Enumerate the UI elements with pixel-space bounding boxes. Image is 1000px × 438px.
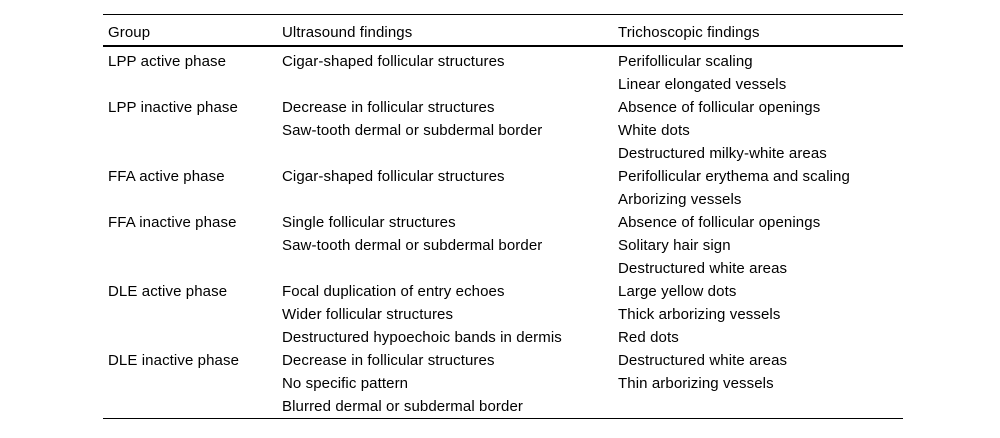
group-label: FFA active phase bbox=[108, 168, 225, 185]
trichoscopic-finding-item: White dots bbox=[618, 122, 690, 139]
ultrasound-finding-item: Saw-tooth dermal or subdermal border bbox=[282, 237, 543, 254]
ultrasound-finding-item: No specific pattern bbox=[282, 375, 409, 392]
group-label: LPP active phase bbox=[108, 53, 227, 70]
group-label: FFA inactive phase bbox=[108, 214, 237, 231]
trichoscopic-finding-item: Perifollicular erythema and scaling bbox=[618, 168, 850, 185]
trichoscopic-finding-item: Large yellow dots bbox=[618, 283, 737, 300]
ultrasound-finding-item: Focal duplication of entry echoes bbox=[282, 283, 505, 300]
trichoscopic-finding-item: Solitary hair sign bbox=[618, 237, 731, 254]
table-row: DLE inactive phase Decrease in follicular… bbox=[103, 349, 903, 418]
ultrasound-finding-item: Single follicular structures bbox=[282, 214, 456, 231]
cell-ultrasound-findings: Cigar-shaped follicular structures bbox=[280, 50, 618, 73]
table-row: FFA inactive phase Single follicular stru… bbox=[103, 211, 903, 280]
cell-group: FFA inactive phase bbox=[103, 211, 280, 234]
trichoscopic-finding-item: Destructured white areas bbox=[618, 260, 788, 277]
cell-group: DLE active phase bbox=[103, 280, 280, 303]
ultrasound-finding-item: Destructured hypoechoic bands in dermis bbox=[282, 329, 562, 346]
table-header-row: Group Ultrasound findings Trichoscopic f… bbox=[103, 15, 903, 45]
trichoscopic-finding-item: Linear elongated vessels bbox=[618, 76, 787, 93]
cell-group: LPP inactive phase bbox=[103, 96, 280, 119]
trichoscopic-finding-item: Perifollicular scaling bbox=[618, 53, 753, 70]
trichoscopic-finding-item: Arborizing vessels bbox=[618, 191, 742, 208]
cell-group: DLE inactive phase bbox=[103, 349, 280, 372]
trichoscopic-finding-item: Absence of follicular openings bbox=[618, 99, 821, 116]
group-label: DLE active phase bbox=[108, 283, 228, 300]
table-top-rule bbox=[103, 14, 903, 15]
cell-group: LPP active phase bbox=[103, 50, 280, 73]
group-label: DLE inactive phase bbox=[108, 352, 240, 369]
trichoscopic-finding-item: Thick arborizing vessels bbox=[618, 306, 781, 323]
table-bottom-rule bbox=[103, 418, 903, 419]
trichoscopic-finding-item: Destructured white areas bbox=[618, 352, 788, 369]
group-label: LPP inactive phase bbox=[108, 99, 238, 116]
trichoscopic-finding-item: Destructured milky-white areas bbox=[618, 145, 827, 162]
ultrasound-finding-item: Wider follicular structures bbox=[282, 306, 454, 323]
ultrasound-finding-item: Decrease in follicular structures bbox=[282, 99, 495, 116]
ultrasound-finding-item: Saw-tooth dermal or subdermal border bbox=[282, 122, 543, 139]
ultrasound-finding-item: Decrease in follicular structures bbox=[282, 352, 495, 369]
cell-group: FFA active phase bbox=[103, 165, 280, 188]
table-row: DLE active phase Focal duplication of ent… bbox=[103, 280, 903, 349]
findings-table: Group Ultrasound findings Trichoscopic f… bbox=[103, 14, 903, 419]
table-row: LPP active phase Cigar-shaped follicular … bbox=[103, 50, 903, 96]
table-row: LPP inactive phase Decrease in follicular… bbox=[103, 96, 903, 165]
trichoscopic-finding-item: Red dots bbox=[618, 329, 679, 346]
column-header-group: Group bbox=[108, 24, 151, 41]
table-header-rule bbox=[103, 45, 903, 47]
cell-ultrasound-findings: Cigar-shaped follicular structures bbox=[280, 165, 618, 188]
table-row: FFA active phase Cigar-shaped follicular … bbox=[103, 165, 903, 211]
ultrasound-finding-item: Cigar-shaped follicular structures bbox=[282, 168, 505, 185]
trichoscopic-finding-item: Absence of follicular openings bbox=[618, 214, 821, 231]
ultrasound-finding-item: Cigar-shaped follicular structures bbox=[282, 53, 505, 70]
trichoscopic-finding-item: Thin arborizing vessels bbox=[618, 375, 774, 392]
ultrasound-finding-item: Blurred dermal or subdermal border bbox=[282, 398, 524, 415]
column-header-ultrasound: Ultrasound findings bbox=[282, 24, 413, 41]
cell-ultrasound-findings: Decrease in follicular structures No spec… bbox=[280, 349, 618, 418]
column-header-trichoscopic: Trichoscopic findings bbox=[618, 24, 760, 41]
